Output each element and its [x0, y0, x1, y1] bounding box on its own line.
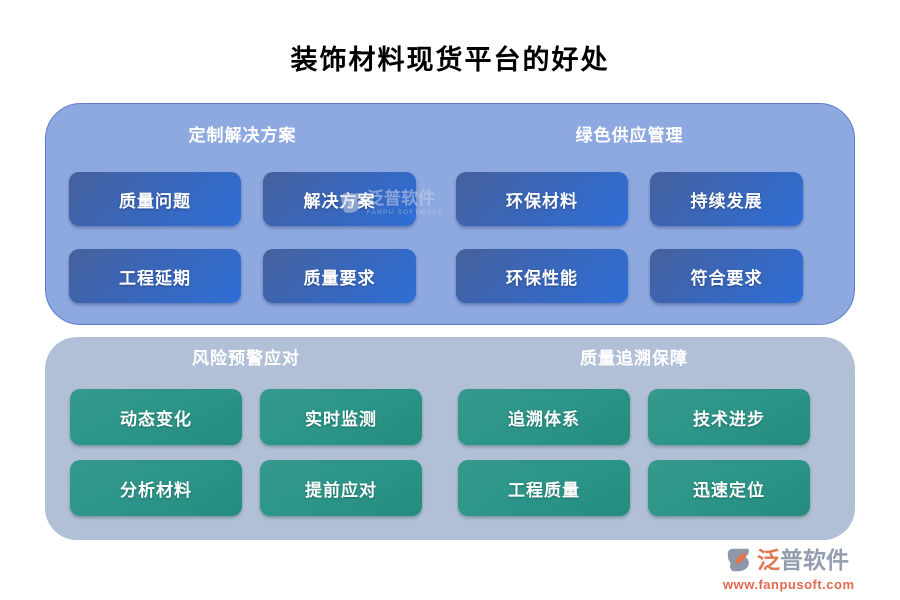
- chip-quality-problem[interactable]: 质量问题: [69, 172, 241, 226]
- group-header: 绿色供应管理: [575, 126, 684, 145]
- chip-sustainable-dev[interactable]: 持续发展: [650, 172, 803, 226]
- chip-eco-performance[interactable]: 环保性能: [456, 249, 628, 303]
- brand-name: 泛普软件: [757, 546, 849, 573]
- brand-name-rest: 普软件: [780, 546, 849, 573]
- group-green-supply: 绿色供应管理 环保材料 持续发展 环保性能 符合要求: [456, 104, 803, 303]
- chip-rapid-locate[interactable]: 迅速定位: [648, 460, 810, 516]
- brand-name-accent: 泛: [757, 546, 780, 573]
- chip-realtime-monitor[interactable]: 实时监测: [260, 389, 422, 445]
- group-risk-warning: 风险预警应对 动态变化 实时监测 分析材料 提前应对: [70, 337, 422, 516]
- page-title: 装饰材料现货平台的好处: [290, 45, 610, 75]
- chip-eco-material[interactable]: 环保材料: [456, 172, 628, 226]
- group-header: 定制解决方案: [188, 126, 297, 145]
- chip-solution[interactable]: 解决方案: [263, 172, 416, 226]
- chip-dynamic-change[interactable]: 动态变化: [70, 389, 242, 445]
- chip-trace-system[interactable]: 追溯体系: [458, 389, 630, 445]
- chip-meet-requirement[interactable]: 符合要求: [650, 249, 803, 303]
- chip-project-delay[interactable]: 工程延期: [69, 249, 241, 303]
- brand-url: www.fanpusoft.com: [723, 577, 855, 592]
- panel-gray-benefits: 风险预警应对 动态变化 实时监测 分析材料 提前应对 质量追溯保障 追溯体系 技…: [45, 337, 855, 540]
- fanpu-logo-icon: [727, 548, 749, 572]
- chip-analyze-material[interactable]: 分析材料: [70, 460, 242, 516]
- group-header: 质量追溯保障: [580, 349, 688, 368]
- chip-quality-requirement[interactable]: 质量要求: [263, 249, 416, 303]
- chip-project-quality[interactable]: 工程质量: [458, 460, 630, 516]
- footer-brand: 泛普软件 www.fanpusoft.com: [723, 545, 893, 592]
- group-header: 风险预警应对: [192, 349, 300, 368]
- group-quality-trace: 质量追溯保障 追溯体系 技术进步 工程质量 迅速定位: [458, 337, 810, 516]
- chip-tech-progress[interactable]: 技术进步: [648, 389, 810, 445]
- panel-blue-benefits: 定制解决方案 质量问题 解决方案 工程延期 质量要求 绿色供应管理 环保材料 持…: [45, 103, 855, 325]
- chip-respond-ahead[interactable]: 提前应对: [260, 460, 422, 516]
- group-custom-solutions: 定制解决方案 质量问题 解决方案 工程延期 质量要求: [69, 104, 416, 303]
